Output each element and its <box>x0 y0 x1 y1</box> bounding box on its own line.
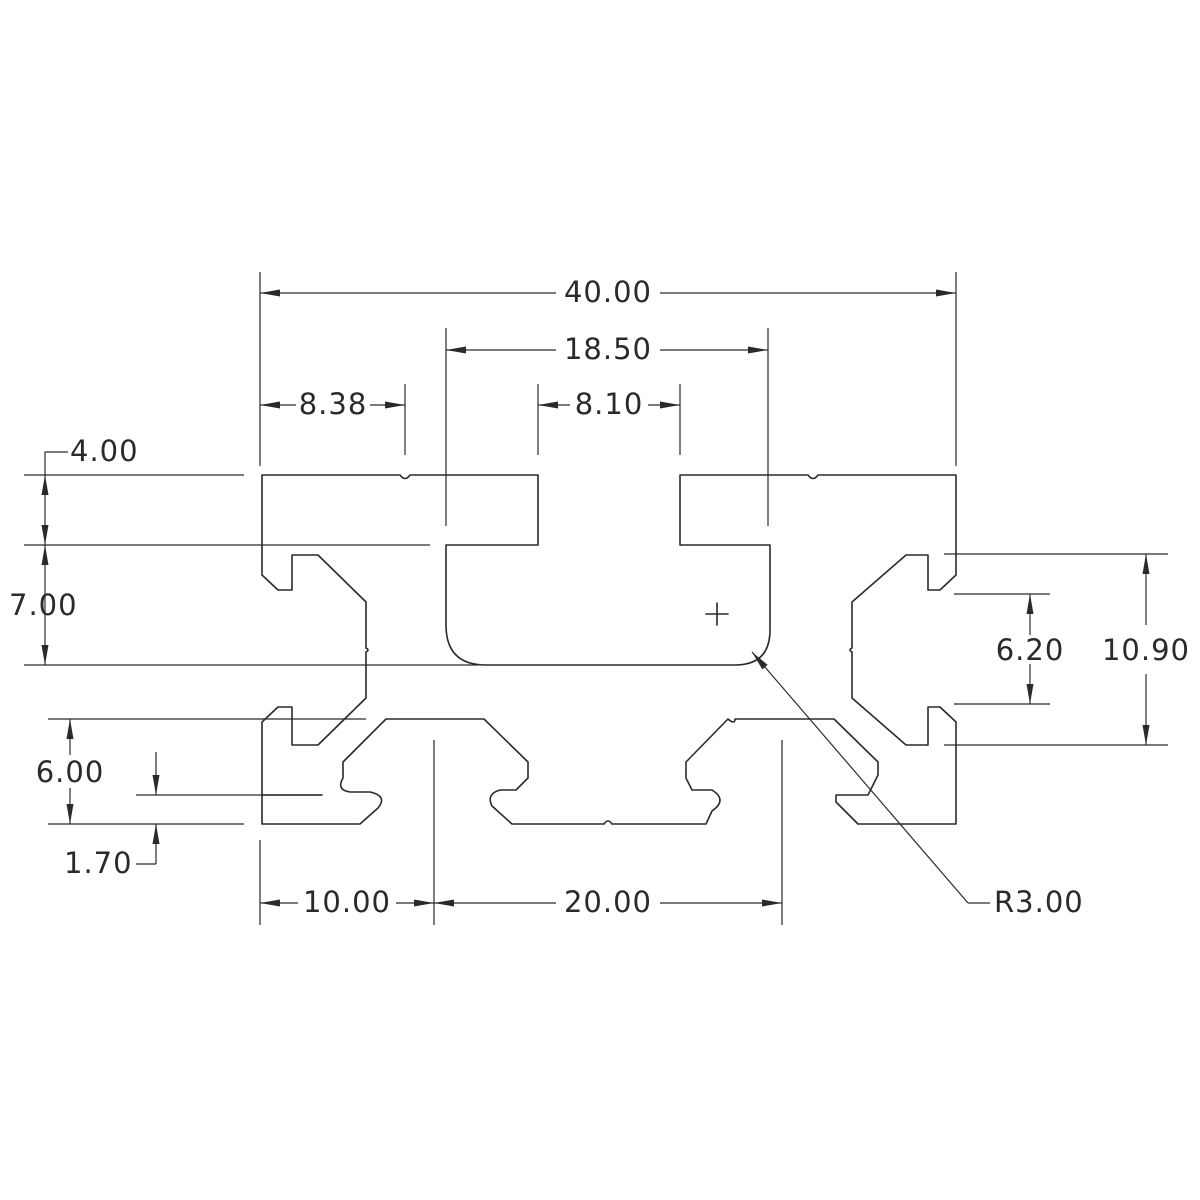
dim-edge-to-slot-label: 10.00 <box>303 885 391 919</box>
dim-wall-and-cavity: 4.00 7.00 <box>9 434 478 666</box>
dim-top-slot-left-label: 8.38 <box>299 387 368 421</box>
dim-side-slot-opening: 6.20 <box>954 593 1065 705</box>
dim-top-slot-center: 8.10 <box>537 384 681 455</box>
dim-bottom-lip-label: 1.70 <box>64 846 133 880</box>
profile-outline <box>261 474 957 825</box>
dim-center-opening-label: 18.50 <box>564 332 652 366</box>
dim-overall-width-label: 40.00 <box>564 275 652 309</box>
dim-side-slot-span: 10.90 <box>944 553 1190 746</box>
dim-fillet-radius-label: R3.00 <box>994 885 1084 919</box>
dim-side-slot-span-label: 10.90 <box>1102 633 1190 667</box>
dim-center-opening: 18.50 <box>445 328 769 526</box>
dim-cavity-height-label: 7.00 <box>9 588 78 622</box>
dim-overall-width: 40.00 <box>259 272 957 466</box>
dim-wall-thickness-label: 4.00 <box>70 434 139 468</box>
dim-bottom-slot-depth-label: 6.00 <box>36 755 105 789</box>
dim-top-slot-center-label: 8.10 <box>575 387 644 421</box>
top-left-wall <box>261 474 957 825</box>
dim-slot-pitch: 10.00 20.00 <box>259 740 783 925</box>
dim-side-slot-opening-label: 6.20 <box>996 633 1065 667</box>
fillet-center-mark <box>705 602 729 626</box>
dim-bottom-slot: 6.00 1.70 <box>36 718 366 880</box>
dim-slot-pitch-label: 20.00 <box>564 885 652 919</box>
dim-fillet-radius: R3.00 <box>751 651 1084 919</box>
dim-top-slot-left: 8.38 <box>260 384 406 455</box>
